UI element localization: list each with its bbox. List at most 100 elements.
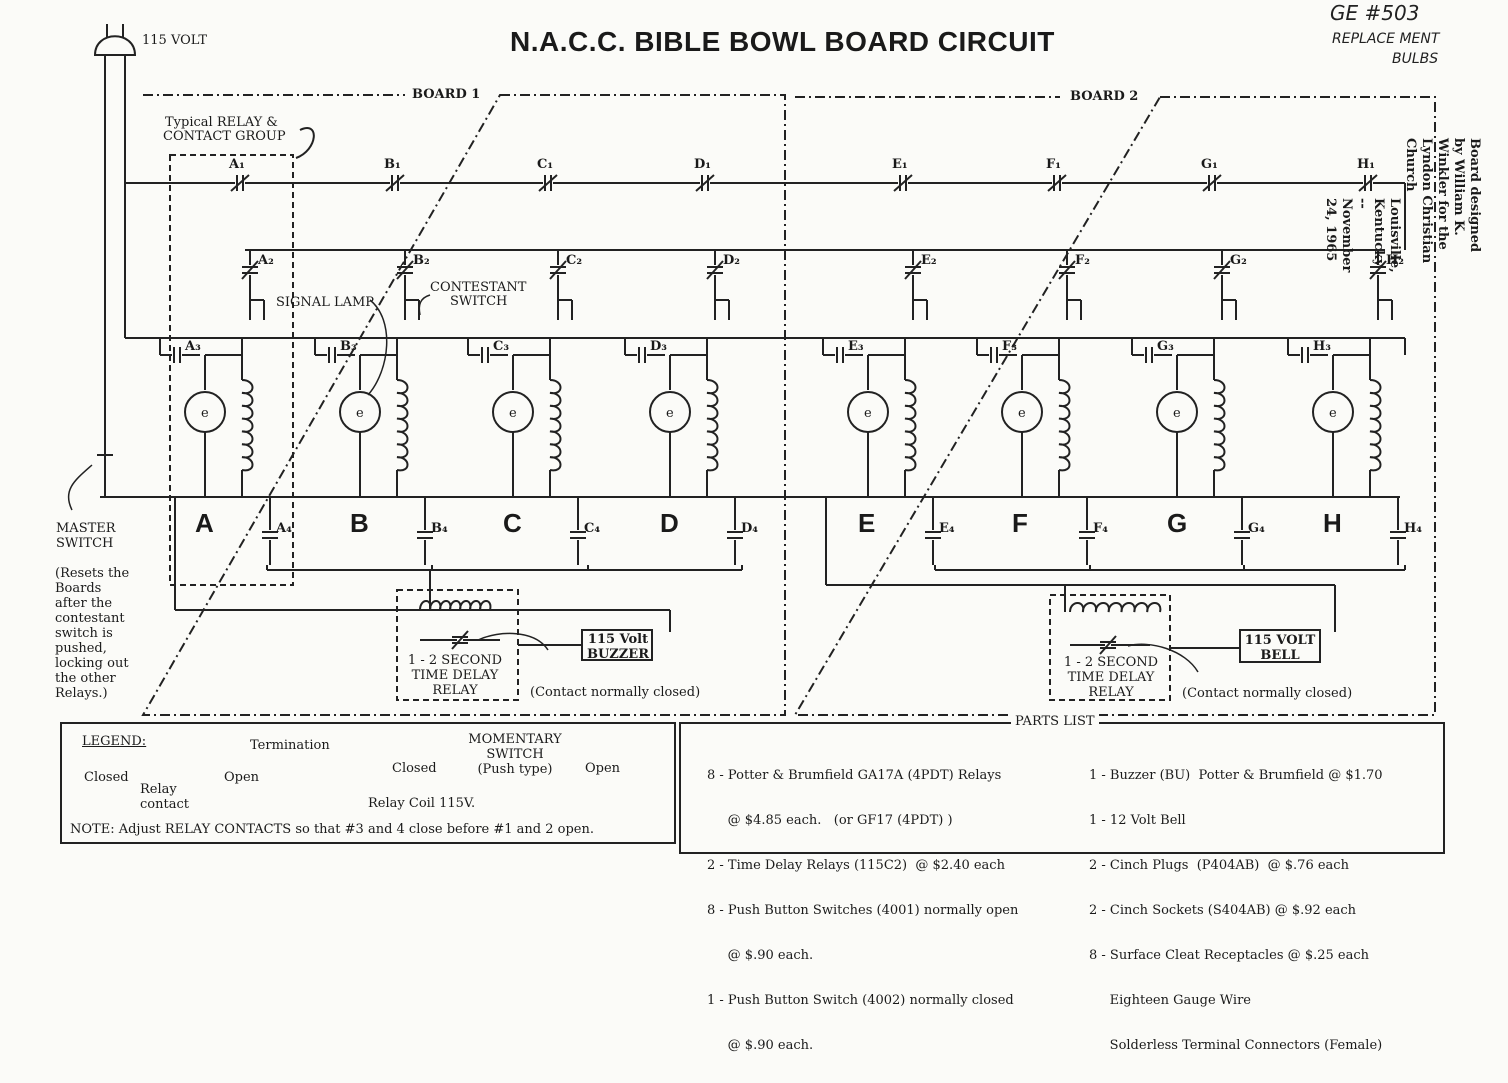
relay-contact-1 xyxy=(695,174,715,192)
typical-group-label-2: CONTACT GROUP xyxy=(163,129,286,144)
board1-outline xyxy=(141,94,786,716)
parts-item: 8 - Potter & Brumfield GA17A (4PDT) Rela… xyxy=(707,768,1002,783)
master-note-line: (Resets the xyxy=(55,566,130,581)
contact-label-3: D₃ xyxy=(650,339,667,354)
relay-coil xyxy=(904,379,917,472)
contact-label-1: G₁ xyxy=(1201,157,1218,172)
contact-label-3: H₃ xyxy=(1313,339,1331,354)
relay-coil xyxy=(1213,379,1226,472)
contact-gap xyxy=(327,352,337,358)
board2-outline xyxy=(793,96,1436,716)
parts-item: @ $.90 each. xyxy=(707,948,814,963)
legend-relay-coil: Relay Coil 115V. xyxy=(368,796,476,811)
contact-gap xyxy=(930,530,936,540)
parts-item: Eighteen Gauge Wire xyxy=(1089,993,1251,1008)
relay-contact-2 xyxy=(549,260,567,280)
parts-list-left: 8 - Potter & Brumfield GA17A (4PDT) Rela… xyxy=(707,738,1018,1083)
plug-icon xyxy=(93,35,137,56)
relay-contact-2 xyxy=(1058,260,1076,280)
legend-relay-contact-1: Relay xyxy=(140,782,177,797)
contact-label-3: E₃ xyxy=(848,339,864,354)
channel-letter: H xyxy=(1323,508,1342,538)
contact-label-4: C₄ xyxy=(584,521,600,536)
parts-item: 1 - Push Button Switch (4002) normally c… xyxy=(707,993,1014,1008)
contact-label-1: B₁ xyxy=(384,157,401,172)
designer-credit-line-2: Louisville, Kentucky -- November 24, 196… xyxy=(1323,198,1402,273)
delay-relay-line: TIME DELAY xyxy=(411,668,499,683)
contact-label-2: G₂ xyxy=(1230,253,1247,268)
delay-relay-coil xyxy=(419,600,492,611)
contact-gap xyxy=(1300,352,1310,358)
relay-contact-2 xyxy=(241,260,259,280)
contact-label-2: B₂ xyxy=(413,253,430,268)
master-note-line: after the xyxy=(55,596,113,611)
contact-note-1: (Contact normally closed) xyxy=(530,685,701,700)
contact-gap xyxy=(267,530,273,540)
buzzer-label-line: BUZZER xyxy=(586,647,650,662)
master-note-line: switch is xyxy=(55,626,113,641)
lamp-filament: e xyxy=(356,406,364,421)
contact-label-4: D₄ xyxy=(741,521,758,536)
delay-relay-line: 1 - 2 SECOND xyxy=(1063,655,1159,670)
master-switch-label-2: SWITCH xyxy=(56,536,114,551)
contact-gap xyxy=(989,352,999,358)
handwritten-note-1: GE #503 xyxy=(1330,1,1420,25)
relay-coil xyxy=(241,379,254,472)
relay-contact-2 xyxy=(1213,260,1231,280)
typical-group-label-1: Typical RELAY & xyxy=(165,115,278,130)
master-note-line: locking out xyxy=(55,656,129,671)
contact-gap xyxy=(1144,352,1154,358)
lamp-filament: e xyxy=(1329,406,1337,421)
contact-gap xyxy=(732,530,738,540)
contact-label-4: G₄ xyxy=(1248,521,1265,536)
relay-contact-1 xyxy=(1358,174,1378,192)
power-label: 115 VOLT xyxy=(142,33,208,48)
contact-gap xyxy=(172,352,182,358)
designer-credit-line-1: Board designed by William K. Winkler for… xyxy=(1403,138,1482,264)
contact-label-4: A₄ xyxy=(275,521,292,536)
relay-coil xyxy=(706,379,719,472)
contact-label-2: F₂ xyxy=(1075,253,1090,268)
contact-label-3: B₃ xyxy=(340,339,357,354)
contestant-switch-arrow xyxy=(418,294,431,316)
contact-label-3: C₃ xyxy=(493,339,509,354)
parts-list-heading: PARTS LIST xyxy=(1011,714,1099,729)
relay-contact-1 xyxy=(893,174,913,192)
relay-coil xyxy=(1369,379,1382,472)
channel-letter: F xyxy=(1012,508,1028,538)
bell-label-line: BELL xyxy=(1260,648,1300,663)
legend-momentary-line: MOMENTARY xyxy=(468,732,562,747)
contact-gap xyxy=(835,352,845,358)
channel-letter: B xyxy=(350,508,369,538)
master-note-line: Relays.) xyxy=(55,686,108,701)
parts-item: 2 - Cinch Plugs (P404AB) @ $.76 each xyxy=(1089,858,1349,873)
contact-label-1: H₁ xyxy=(1357,157,1375,172)
bell-label-line: 115 VOLT xyxy=(1244,633,1316,648)
lamp-filament: e xyxy=(1018,406,1026,421)
master-note: (Resets the Boards after the contestant … xyxy=(55,566,129,701)
board1-label: BOARD 1 xyxy=(408,87,485,102)
legend-relay-closed: Closed xyxy=(84,770,129,785)
legend-switch-open: Open xyxy=(585,761,621,776)
parts-item: 2 - Time Delay Relays (115C2) @ $2.40 ea… xyxy=(707,858,1005,873)
contact-note-2: (Contact normally closed) xyxy=(1182,686,1353,701)
parts-item: 2 - Cinch Sockets (S404AB) @ $.92 each xyxy=(1089,903,1357,918)
master-note-line: pushed, xyxy=(55,641,107,656)
parts-list-box: PARTS LIST 8 - Potter & Brumfield GA17A … xyxy=(679,714,1445,1053)
relay-coil xyxy=(1058,379,1071,472)
master-note-line: contestant xyxy=(55,611,125,626)
contact-gap xyxy=(1239,530,1245,540)
relay-contact-1 xyxy=(1202,174,1222,192)
lamp-filament: e xyxy=(509,406,517,421)
delay-relay-line: RELAY xyxy=(1088,685,1134,700)
contact-label-1: F₁ xyxy=(1046,157,1061,172)
contact-label-3: G₃ xyxy=(1157,339,1174,354)
signal-lamp-label: SIGNAL LAMP xyxy=(276,295,375,310)
contact-label-2: A₂ xyxy=(257,253,274,268)
channel-letter: D xyxy=(660,508,679,538)
relay-contact-1 xyxy=(385,174,405,192)
page-title: N.A.C.C. BIBLE BOWL BOARD CIRCUIT xyxy=(510,26,1055,57)
contact-label-2: D₂ xyxy=(723,253,740,268)
contact-label-1: C₁ xyxy=(537,157,553,172)
